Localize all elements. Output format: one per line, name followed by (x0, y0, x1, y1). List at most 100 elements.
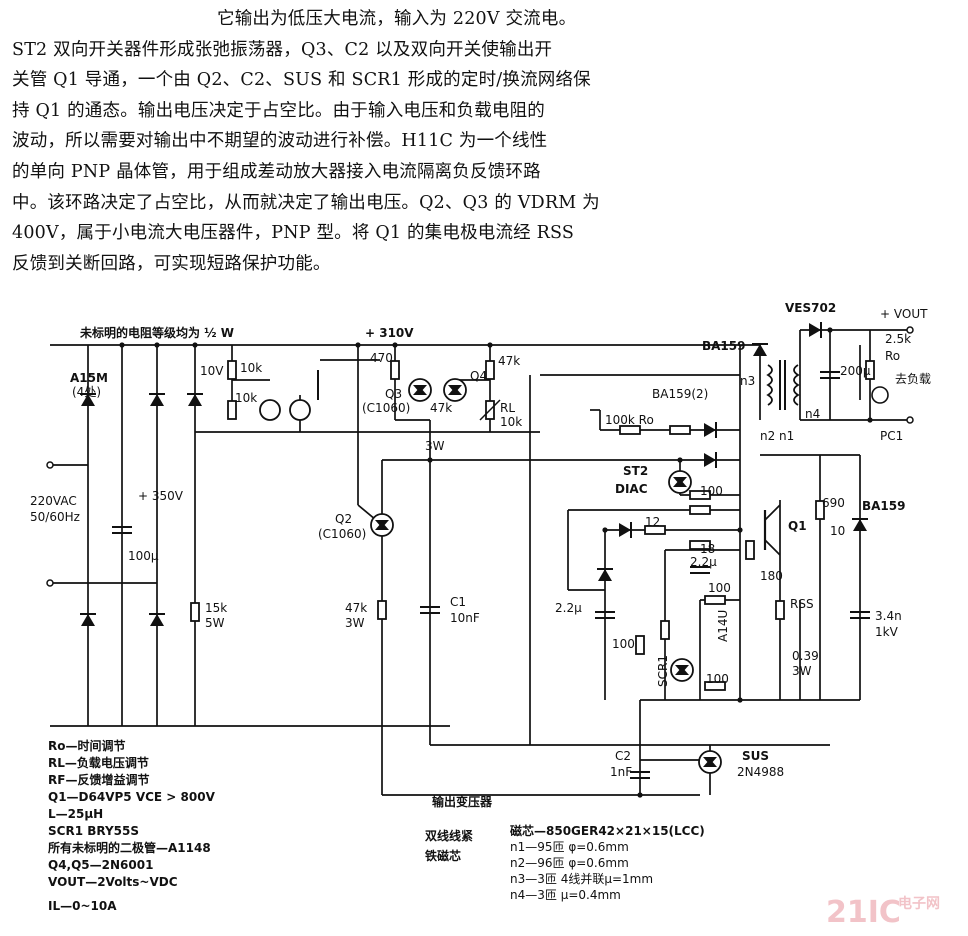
ba159-label: BA159 (862, 499, 905, 513)
r100-label: 100 (708, 581, 731, 595)
ro-label: Ro (885, 349, 900, 363)
watermark-sub: 电子网 (898, 895, 940, 912)
r47k3w-rating: 3W (345, 616, 365, 630)
q1-label: Q1 (788, 519, 807, 533)
st2-label: ST2 (623, 464, 648, 478)
rl-label: RL (500, 401, 515, 415)
diode-icon (851, 518, 869, 532)
zener-label: 10V (200, 364, 224, 378)
ba159-label: BA159 (702, 339, 745, 353)
diode-icon (808, 321, 822, 339)
cap-3-4n-label: 3.4n (875, 609, 902, 623)
legend-line: Q4,Q5—2N6001 (48, 858, 153, 872)
zener-diode-icon (186, 393, 204, 407)
rss-label: RSS (790, 597, 814, 611)
legend-line: Ro—时间调节 (48, 738, 126, 753)
sus-part-label: 2N4988 (737, 765, 784, 779)
paragraph-line: 400V，属于小电流大电压器件，PNP 型。将 Q1 的集电极电流经 RSS (12, 223, 575, 244)
to-load-label: 去负载 (895, 372, 931, 386)
legend-line: RL—负载电压调节 (48, 755, 149, 770)
resistor-icon (227, 360, 237, 380)
n2n1-label: n2 n1 (760, 429, 794, 443)
r47k3w-label: 47k (345, 601, 367, 615)
transformer-line: n1—95匝 φ=0.6mm (510, 840, 629, 854)
diac-label: DIAC (615, 482, 648, 496)
paragraph-line: 中。该环路决定了占空比，从而就决定了输出电压。Q2、Q3 的 VDRM 为 (12, 192, 600, 213)
diode-icon (618, 521, 632, 539)
watermark-logo: 21IC 电子网 (826, 895, 940, 930)
rss-value-label: 0.39 (792, 649, 819, 663)
diode-icon (596, 568, 614, 582)
paragraph-line: 波动，所以需要对输出中不期望的波动进行补偿。H11C 为一个线性 (12, 131, 548, 152)
n4-label: n4 (805, 407, 820, 421)
r470-label: 470 (370, 351, 393, 365)
q4-label: Q4 (470, 369, 487, 383)
watermark-brand: 21IC (826, 895, 901, 930)
winding-note: 双线线紧 (425, 828, 473, 843)
legend: Ro—时间调节 RL—负载电压调节 RF—反馈增益调节 Q1—D64VP5 VC… (48, 738, 216, 913)
n3-label: n3 (740, 374, 755, 388)
pc1-label: PC1 (880, 429, 903, 443)
ac-terminals (46, 461, 54, 587)
potentiometer-icon (669, 425, 691, 435)
ac-frequency-label: 50/60Hz (30, 510, 80, 524)
supply-label: + 310V (365, 326, 414, 340)
legend-line: L—25μH (48, 807, 103, 821)
bridge-rectifier (79, 393, 204, 627)
q3-label: Q3 (385, 387, 402, 401)
sus-icon (698, 750, 722, 774)
paragraph-line: 反馈到关断回路，可实现短路保护功能。 (12, 253, 331, 274)
diode-icon (148, 393, 166, 407)
transformer-title: 输出变压器 (432, 794, 493, 809)
r100-label: 100 (612, 637, 635, 651)
legend-line: RF—反馈增益调节 (48, 772, 149, 787)
ac-input-label: 220VAC (30, 494, 77, 508)
resistor-icon (704, 595, 726, 605)
a14u-label: A14U (716, 610, 730, 642)
resistor-icon (190, 602, 200, 622)
optocoupler-transistor-icon (289, 399, 311, 421)
transformer-primary-icon (766, 364, 773, 406)
led-icon (871, 386, 889, 404)
diode-icon (703, 451, 717, 469)
paragraph-line: 关管 Q1 导通，一个由 Q2、C2、SUS 和 SCR1 形成的定时/换流网络… (12, 70, 591, 91)
ves702-label: VES702 (785, 301, 836, 315)
c2-value-label: 1nF (610, 765, 632, 779)
r15k-label: 15k (205, 601, 227, 615)
resistor-icon (635, 635, 645, 655)
c1-label: C1 (450, 595, 466, 609)
output-stage (751, 321, 914, 424)
legend-line: IL—0~10A (48, 899, 117, 913)
diode-icon (79, 613, 97, 627)
diac-icon (668, 470, 692, 494)
resistor-icon (619, 425, 641, 435)
paragraph-line: 它输出为低压大电流，输入为 220V 交流电。 (217, 9, 577, 29)
q2-transistor-icon (370, 513, 394, 537)
c1-value-label: 10nF (450, 611, 480, 625)
r10-label: 10 (830, 524, 845, 538)
scr-icon (670, 658, 694, 682)
resistor-icon (689, 505, 711, 515)
transformer-line: n3—3匝 4线并联μ=1mm (510, 872, 653, 886)
sus-section (629, 750, 722, 779)
legend-line: SCR1 BRY55S (48, 824, 139, 838)
cap-350v-label: + 350V (138, 489, 184, 503)
r180-label: 180 (760, 569, 783, 583)
a15m-label: A15M (70, 371, 108, 385)
r5w-label: 5W (205, 616, 225, 630)
r3w-label: 3W (425, 439, 445, 453)
cap-1kv-label: 1kV (875, 625, 899, 639)
a15m-count: (4处) (72, 385, 101, 399)
legend-line: 所有未标明的二极管—A1148 (48, 840, 211, 855)
transformer-line: n2—96匝 φ=0.6mm (510, 856, 629, 870)
paragraph-line: ST2 双向开关器件形成张弛振荡器，Q3、C2 以及双向开关使输出开 (12, 39, 553, 60)
resistor-icon (377, 600, 387, 620)
scr1-label: SCR1 (656, 655, 670, 687)
ba159-2-label: BA159(2) (652, 387, 708, 401)
diode-icon (703, 421, 717, 439)
r47k-label: 47k (430, 401, 452, 415)
terminal-icon (906, 326, 914, 334)
transformer-secondary-icon (793, 364, 800, 406)
input-network (227, 360, 501, 421)
resistor-icon (745, 540, 755, 560)
